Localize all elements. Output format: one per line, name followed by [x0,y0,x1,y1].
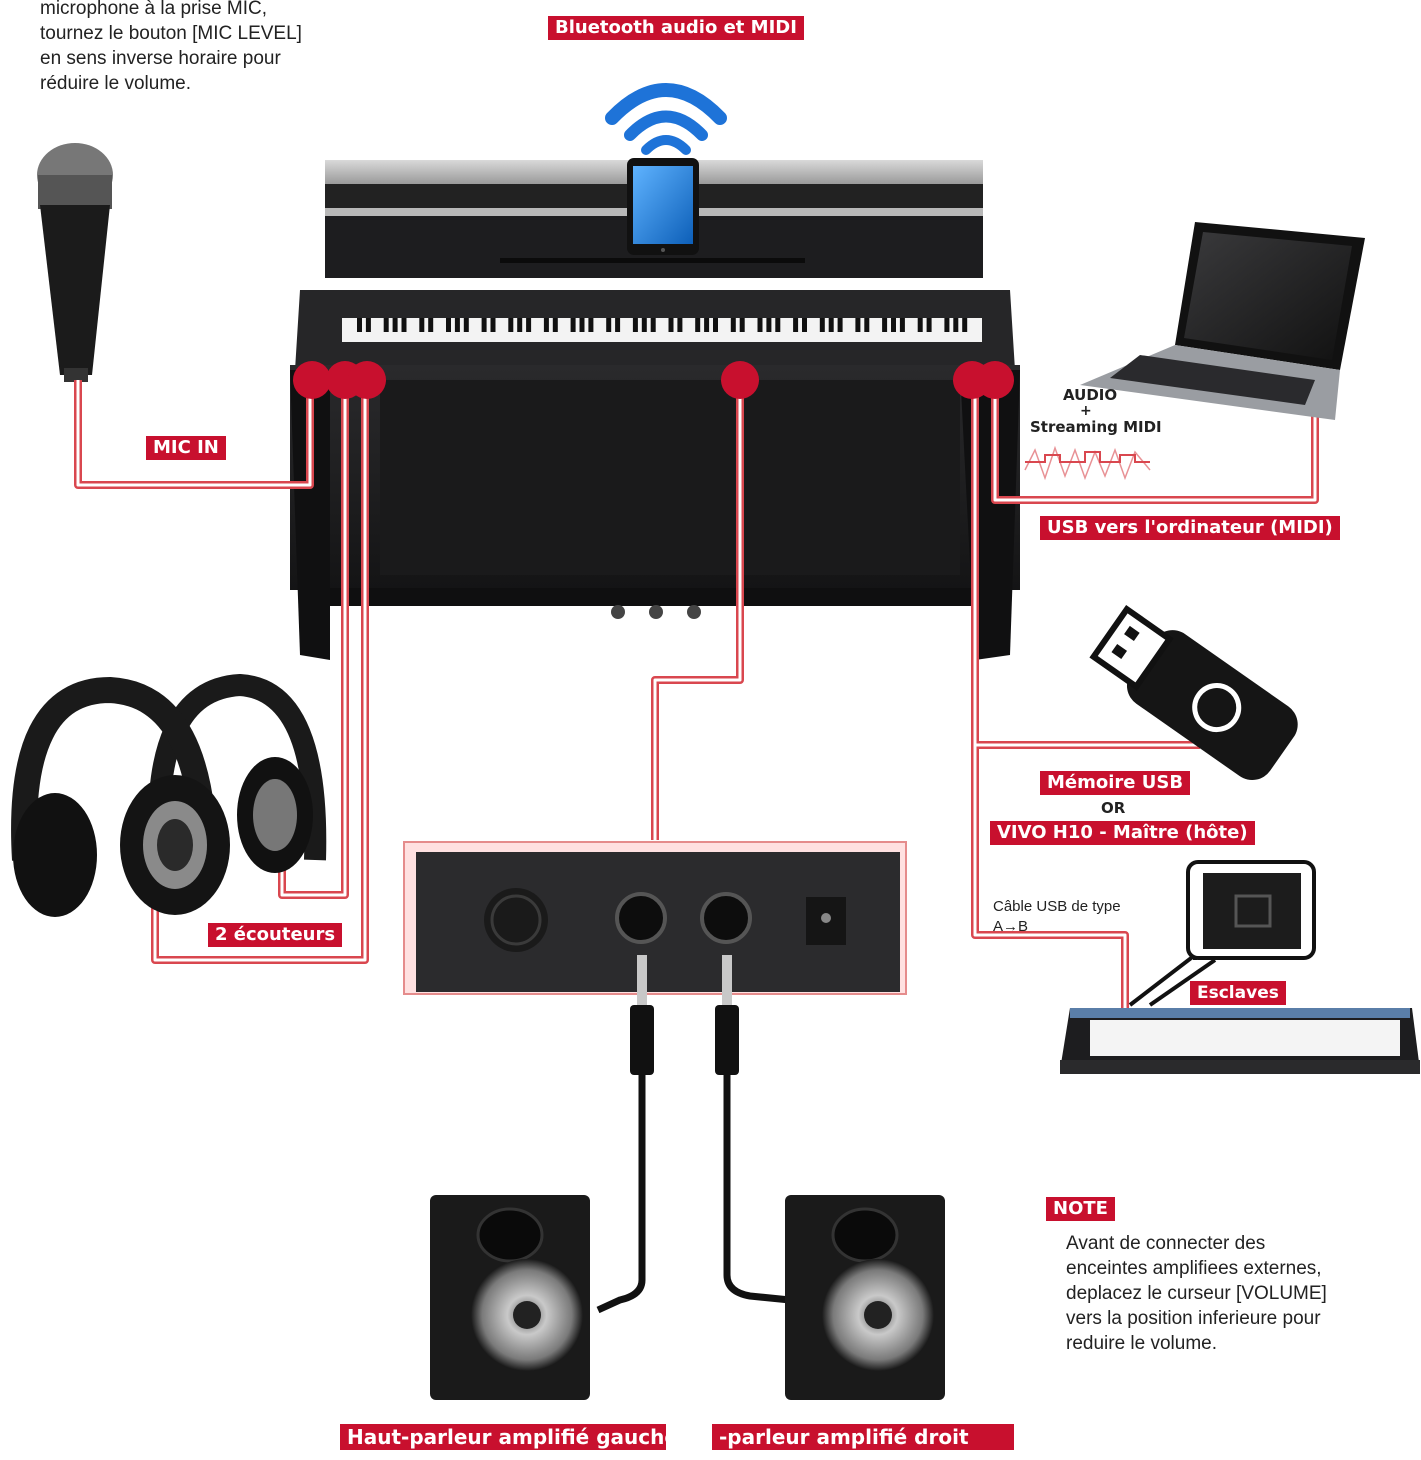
headphones-label: 2 écouteurs [208,923,343,947]
plus-label: + [1080,403,1092,419]
black-key [508,318,514,332]
black-key [668,318,674,332]
piano-keys [357,318,968,332]
black-key [606,318,612,332]
intro-line: tournez le bouton [MIC LEVEL] [40,23,302,44]
streaming-label: Streaming MIDI [1030,418,1162,436]
black-key [641,318,647,332]
black-key [713,318,718,332]
black-key [454,318,460,332]
black-key [962,318,968,332]
black-key [837,318,843,332]
black-key [944,318,950,332]
intro-line: microphone à la prise MIC, [40,0,268,19]
usb-cable-line: A→B [993,918,1029,935]
usb-stick-device [1089,605,1298,781]
note-title: NOTE [1046,1197,1115,1221]
speaker-cables [596,955,791,1314]
black-key [882,318,888,332]
black-key [579,318,585,332]
speaker-right-label: -parleur amplifié droit [712,1424,1014,1450]
black-key [891,318,896,332]
or-label: OR [1101,799,1126,817]
usb-cable-line: Câble USB de type [993,898,1121,915]
black-key [766,318,772,332]
black-key [552,318,558,332]
intro-line: réduire le volume. [40,73,192,94]
black-key [802,318,807,332]
black-key [650,318,656,332]
black-key [570,318,576,332]
speaker-left [430,1195,590,1400]
intro-line: en sens inverse horaire pour [40,48,281,69]
intro-text: microphone à la prise MIC, tournez le bo… [40,0,320,96]
usb-memory-label: Mémoire USB [1040,771,1191,795]
black-key [704,318,710,332]
usb-cable-text: Câble USB de type A→B [993,897,1121,937]
usb-computer-label: USB vers l'ordinateur (MIDI) [1040,516,1340,540]
microphone-device [37,143,113,382]
black-key [383,318,389,332]
bluetooth-waves-icon [605,83,727,155]
note-line: deplacez le curseur [VOLUME] [1066,1283,1327,1304]
speaker-left-label: Haut-parleur amplifié gauche H [340,1424,666,1450]
black-key [828,318,834,332]
black-key [775,318,781,332]
slaves-label: Esclaves [1190,981,1286,1005]
black-key [793,318,799,332]
black-key [864,318,870,332]
usb-b-port-callout [1128,860,1316,1007]
note-body: Avant de connecter des enceintes amplifi… [1066,1231,1366,1356]
midi-waveform-icon [1024,445,1151,481]
black-key [819,318,825,332]
bluetooth-label: Bluetooth audio et MIDI [548,16,804,40]
black-key [401,318,407,332]
note-line: vers la position inferieure pour [1066,1308,1321,1329]
black-key [481,318,487,332]
vivo-host-label: VIVO H10 - Maître (hôte) [990,821,1255,845]
black-key [588,318,594,332]
laptop-device [1080,222,1365,420]
connection-points [293,361,1014,399]
black-key [428,318,434,332]
mic-in-label: MIC IN [146,436,226,460]
black-key [739,318,745,332]
black-key [899,318,905,332]
black-key [490,318,496,332]
black-key [757,318,763,332]
black-key [463,318,469,332]
speaker-right [785,1195,945,1400]
midi-keyboard-device [1060,1008,1420,1074]
black-key [730,318,736,332]
black-key [517,318,523,332]
black-key [677,318,683,332]
note-line: enceintes amplifiees externes, [1066,1258,1322,1279]
black-key [365,318,371,332]
black-key [357,318,362,332]
headphones-device [11,673,327,917]
black-key [526,318,532,332]
black-key [917,318,923,332]
black-key [695,318,701,332]
audio-label: AUDIO [1063,386,1118,404]
note-line: reduire le volume. [1066,1333,1218,1354]
note-line: Avant de connecter des [1066,1233,1266,1254]
digital-piano [290,160,1020,660]
black-key [419,318,425,332]
black-key [953,318,959,332]
black-key [926,318,932,332]
black-key [855,318,861,332]
rear-panel [403,841,907,995]
black-key [543,318,549,332]
tablet-device [627,158,699,255]
black-key [632,318,638,332]
black-key [615,318,621,332]
black-key [446,318,451,332]
black-key [392,318,398,332]
